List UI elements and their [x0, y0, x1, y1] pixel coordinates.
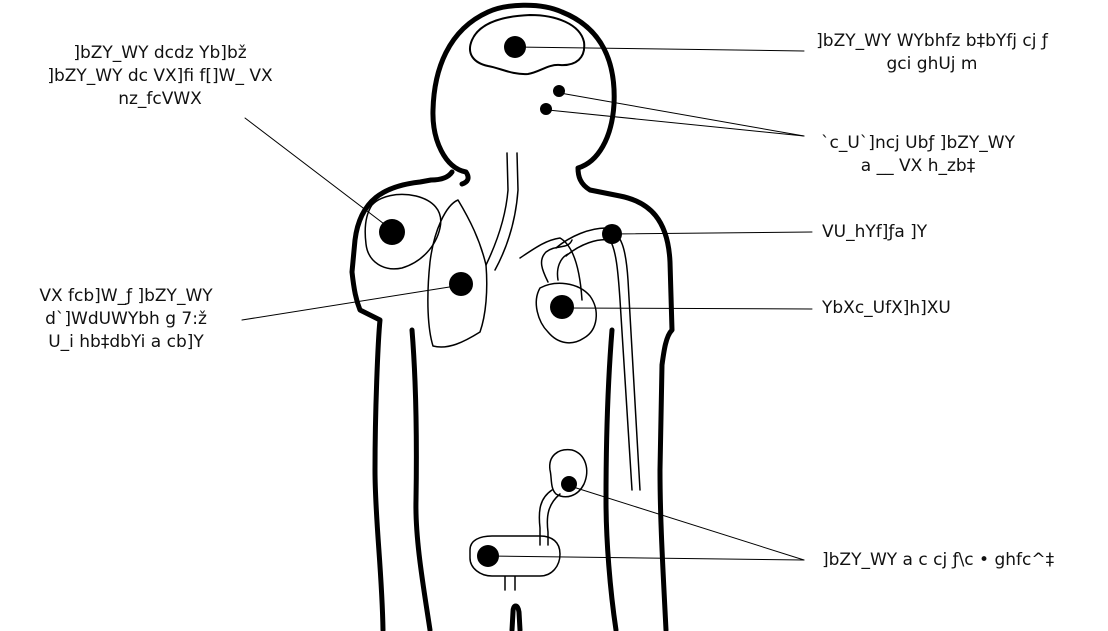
marker-kidney [561, 476, 577, 492]
leader-upper-left [245, 118, 392, 230]
leader-heart [562, 308, 812, 309]
right-lung [520, 238, 582, 300]
aorta [542, 240, 572, 282]
crotch [512, 606, 520, 630]
label-lower-left-line1: VX fcb]W_ƒ ]bZY_WY [0, 285, 252, 308]
brain-outline [470, 15, 584, 74]
marker-neck-lower [540, 103, 552, 115]
arm-vessel [556, 228, 640, 490]
label-upper-left-line1: ]bZY_WY dcdz Yb]bž [0, 42, 320, 65]
right-arm-inner [606, 330, 616, 630]
marker-lung [449, 272, 473, 296]
label-upper-left-line3: nz_fcVWX [0, 88, 320, 111]
leader-lower-left [242, 285, 462, 320]
leader-shoulder [612, 232, 812, 234]
label-brain-line2: gci ghUj m [808, 53, 1056, 76]
label-upper-left-line2: ]bZY_WY dc VX]fi f[]W_ VX [0, 65, 320, 88]
label-kidney: ]bZY_WY a c cj ƒ\c • ghfc^‡ [822, 549, 1054, 572]
label-shoulder-text: VU_hYf]ƒa ]Y [822, 221, 927, 244]
label-heart: YbXc_UfX]h]XU [822, 297, 951, 320]
leader-kidney-2 [488, 556, 804, 560]
marker-bladder [477, 545, 499, 567]
trachea [486, 153, 518, 270]
marker-arm [602, 224, 622, 244]
marker-shoulder [379, 219, 405, 245]
leader-brain [515, 47, 804, 51]
label-neck-line2: a __ VX h_zb‡ [808, 155, 1028, 178]
left-arm-inner [412, 330, 430, 630]
marker-heart [550, 295, 574, 319]
label-lower-left-line3: U_i hb‡dbYi a cb]Y [0, 331, 252, 354]
label-heart-text: YbXc_UfX]h]XU [822, 297, 951, 320]
label-upper-left: ]bZY_WY dcdz Yb]bž ]bZY_WY dc VX]fi f[]W… [0, 42, 320, 111]
label-brain: ]bZY_WY WYbhfz b‡bYfj cj ƒ gci ghUj m [808, 30, 1056, 76]
label-neck: `c_U`]ncj Ubƒ ]bZY_WY a __ VX h_zb‡ [808, 132, 1028, 178]
label-shoulder: VU_hYf]ƒa ]Y [822, 221, 927, 244]
label-neck-line1: `c_U`]ncj Ubƒ ]bZY_WY [808, 132, 1028, 155]
label-lower-left-line2: d`]WdUWYbh g 7:ž [0, 308, 252, 331]
label-kidney-text: ]bZY_WY a c cj ƒ\c • ghfc^‡ [822, 549, 1054, 572]
marker-brain [504, 36, 526, 58]
marker-neck-upper [553, 85, 565, 97]
label-brain-line1: ]bZY_WY WYbhfz b‡bYfj cj ƒ [808, 30, 1056, 53]
label-lower-left: VX fcb]W_ƒ ]bZY_WY d`]WdUWYbh g 7:ž U_i … [0, 285, 252, 354]
